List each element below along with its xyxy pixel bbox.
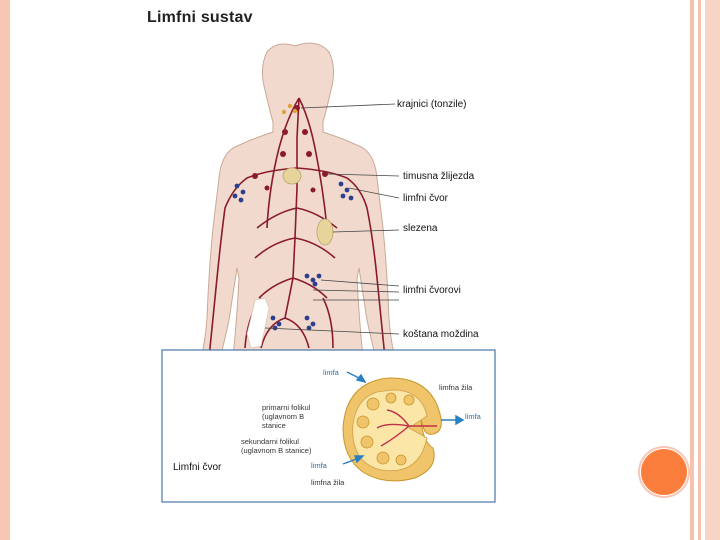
right-border-strip <box>698 0 701 540</box>
right-border-strip <box>690 0 694 540</box>
inset-label-limfa-bottom: limfa <box>311 461 327 470</box>
label-lymph-node: limfni čvor <box>403 193 448 204</box>
inset-label-limfa-top: limfa <box>323 368 339 377</box>
thymus <box>283 168 301 184</box>
label-tonsils: krajnici (tonzile) <box>397 99 466 110</box>
inset-label-primary-follicle: primarni folikul (uglavnom B stanice <box>262 403 310 430</box>
label-bone-marrow: koštana moždina <box>403 329 479 340</box>
right-border-strip <box>705 0 720 540</box>
left-border-strip <box>0 0 10 540</box>
inset-label-secondary-follicle: sekundarni folikul (uglavnom B stanice) <box>241 437 311 455</box>
page-title: Limfni sustav <box>147 9 253 27</box>
label-thymus: timusna žlijezda <box>403 171 474 182</box>
inset-label-limfna-zila-bottom: limfna žila <box>311 478 344 487</box>
label-spleen: slezena <box>403 223 437 234</box>
inset-title: Limfni čvor <box>173 462 221 473</box>
inset-label-limfa-right: limfa <box>465 412 481 421</box>
inset-label-limfna-zila-top: limfna žila <box>439 383 472 392</box>
lymph-node-cross-section <box>343 378 441 481</box>
spleen <box>317 219 333 245</box>
label-lymph-nodes: limfni čvorovi <box>403 285 461 296</box>
slide-decoration-circle <box>641 449 687 495</box>
